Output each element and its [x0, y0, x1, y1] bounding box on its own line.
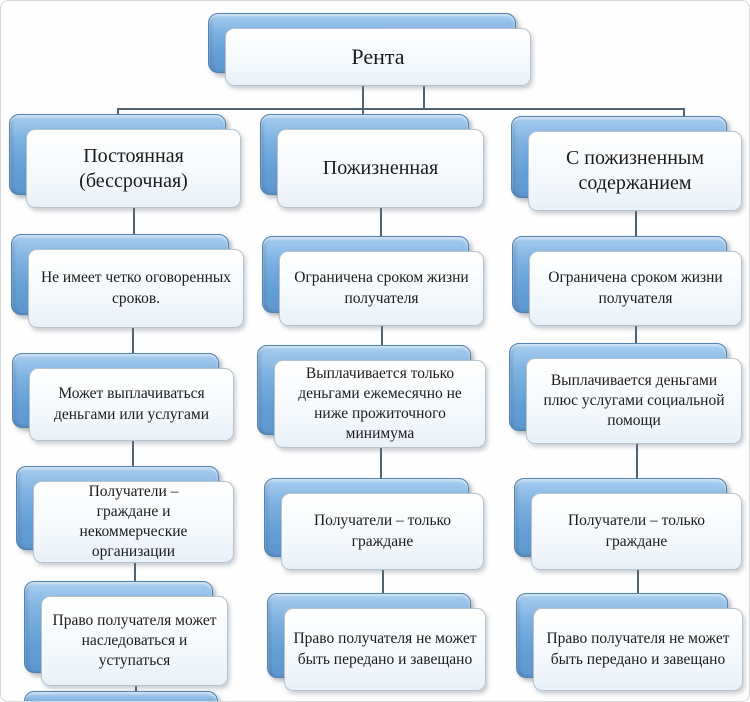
node-panel: Право получателя не может быть передано … — [533, 608, 743, 691]
node-cell: Получатели – только граждане — [514, 478, 742, 570]
node-cell-label: Ограничена сроком жизни получателя — [294, 269, 469, 307]
node-panel: Выплачивается только деньгами ежемесячно… — [274, 360, 486, 448]
node-panel: Получатели – только граждане — [531, 493, 742, 570]
node-panel: Рента — [225, 28, 531, 86]
node-panel: Пожизненная — [277, 129, 484, 208]
node-cell-label: Ограничена сроком жизни получателя — [548, 269, 723, 307]
connector-line — [135, 686, 137, 692]
connector-line — [133, 208, 135, 235]
node-cell-label: Не имеет четко оговоренных сроков. — [40, 269, 232, 307]
connector-line — [683, 108, 685, 118]
node-header-label: Пожизненная — [322, 157, 439, 179]
node-panel: Не имеет четко оговоренных сроков. — [28, 249, 244, 328]
node-panel: Ограничена сроком жизни получателя — [529, 251, 742, 326]
connector-line — [134, 563, 136, 582]
node-shadow-box-cutoff — [24, 691, 218, 701]
node-panel: Получатели – граждане и некоммерческие о… — [33, 481, 234, 563]
node-panel: Ограничена сроком жизни получателя — [279, 251, 484, 326]
node-header-label: С пожизненным содержанием — [565, 147, 705, 194]
node-cell: Не имеет четко оговоренных сроков. — [11, 234, 244, 328]
connector-line — [380, 448, 382, 479]
node-cell-label: Право получателя может наследоваться и у… — [52, 611, 217, 670]
node-panel: С пожизненным содержанием — [528, 131, 742, 211]
node-cell-label: Право получателя не может быть передано … — [293, 630, 477, 668]
node-cell-label: Выплачивается деньгами плюс услугами соц… — [543, 371, 725, 430]
node-header-maintenance: С пожизненным содержанием — [511, 116, 742, 211]
node-root-label: Рента — [351, 43, 405, 69]
node-panel: Постоянная (бессрочная) — [26, 129, 241, 208]
connector-line — [635, 211, 637, 237]
node-cell: Право получателя не может быть передано … — [516, 593, 743, 691]
connector-line — [117, 108, 119, 116]
node-cell-label: Право получателя не может быть передано … — [546, 630, 730, 668]
node-cell: Может выплачиваться деньгами или услугам… — [12, 353, 234, 441]
node-panel: Право получателя не может быть передано … — [284, 608, 486, 691]
node-cell: Право получателя не может быть передано … — [267, 593, 486, 691]
node-cell: Право получателя может наследоваться и у… — [24, 581, 228, 686]
node-cell: Ограничена сроком жизни получателя — [512, 236, 742, 326]
node-cell: Ограничена сроком жизни получателя — [262, 236, 484, 326]
node-cell-label: Получатели – только граждане — [567, 512, 706, 550]
node-panel: Может выплачиваться деньгами или услугам… — [29, 368, 234, 441]
connector-line — [381, 326, 383, 346]
connector-line — [637, 570, 639, 594]
node-panel: Получатели – только граждане — [281, 493, 484, 570]
node-cell: Получатели – только граждане — [264, 478, 484, 570]
node-header-life: Пожизненная — [260, 114, 484, 208]
connector-line — [132, 328, 134, 354]
node-cell-label: Получатели – граждане и некоммерческие о… — [79, 482, 188, 561]
connector-line — [117, 108, 684, 110]
node-cell-label: Может выплачиваться деньгами или услугам… — [54, 385, 209, 423]
node-cell-label: Выплачивается только деньгами ежемесячно… — [298, 364, 462, 443]
node-cell: Получатели – граждане и некоммерческие о… — [16, 466, 234, 563]
connector-line — [132, 441, 134, 467]
connector-line — [382, 570, 384, 594]
node-header-label: Постоянная (бессрочная) — [79, 144, 188, 192]
node-cell: Выплачивается только деньгами ежемесячно… — [257, 345, 486, 448]
node-panel: Выплачивается деньгами плюс услугами соц… — [526, 358, 742, 444]
connector-line — [423, 86, 425, 109]
node-root: Рента — [208, 13, 531, 86]
connector-line — [635, 326, 637, 344]
connector-line — [380, 208, 382, 237]
node-panel: Право получателя может наследоваться и у… — [41, 596, 228, 686]
connector-line — [362, 71, 364, 115]
connector-line — [636, 444, 638, 479]
node-cell-label: Получатели – только граждане — [313, 512, 452, 550]
node-header-permanent: Постоянная (бессрочная) — [9, 114, 241, 208]
node-cell: Выплачивается деньгами плюс услугами соц… — [509, 343, 742, 444]
